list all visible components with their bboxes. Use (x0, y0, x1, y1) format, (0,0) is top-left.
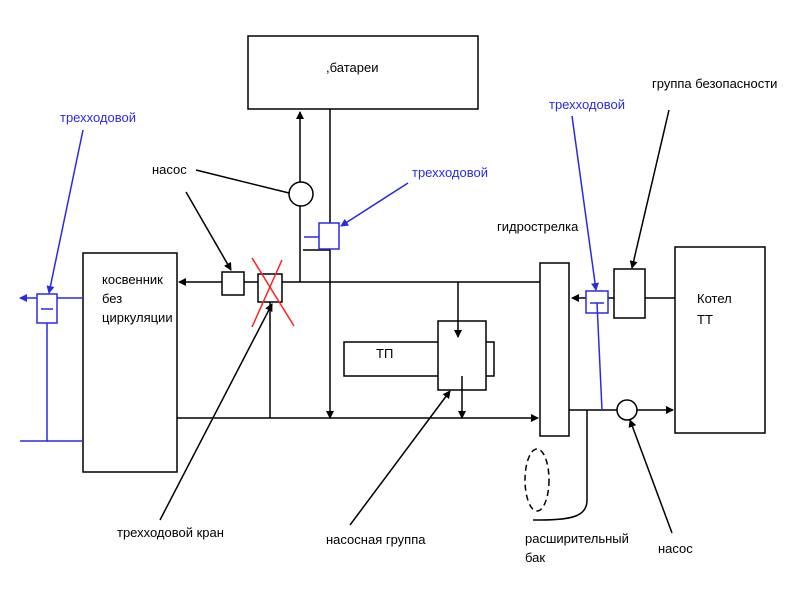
check-valve-icon (221, 271, 245, 296)
mid-three-way-pointer (340, 182, 409, 227)
indirect-boiler-label-1: косвенник (102, 272, 163, 287)
pump-top-pointer (195, 169, 290, 194)
left-three-way-label: трехходовой (60, 110, 136, 125)
right-three-way-label: трехходовой (549, 97, 625, 112)
expansion-tank-label-2: бак (525, 550, 545, 565)
underfloor-label: ТП (376, 346, 393, 361)
pump-group-pointer (349, 390, 451, 526)
left-three-way-pointer (46, 129, 84, 294)
safety-group-pointer (629, 109, 670, 269)
tt-boiler-box (674, 246, 766, 434)
indirect-boiler-box (82, 252, 178, 473)
pump-top-icon (288, 181, 314, 207)
batteries-box (247, 35, 479, 110)
three-way-valve-pointer (159, 303, 273, 521)
tt-boiler-label-1: Котел (697, 291, 732, 306)
expansion-tank-icon (524, 448, 550, 512)
check-valve-pointer (185, 191, 232, 271)
pump-bottom-pointer (628, 419, 673, 534)
tt-boiler-label-2: ТТ (697, 312, 713, 327)
indirect-boiler-label-2: без (102, 291, 122, 306)
pump-top-label: насос (152, 162, 187, 177)
mid-three-way-icon (318, 222, 340, 250)
cross-out-icon (251, 257, 295, 327)
right-three-way-pointer (571, 115, 600, 291)
pump-bottom-icon (616, 399, 638, 421)
safety-group-icon (613, 268, 646, 319)
expansion-tank-label-1: расширительный (525, 531, 629, 546)
hydro-arrow-label: гидрострелка (497, 219, 579, 234)
three-way-valve-icon (257, 273, 283, 303)
pump-group-label: насосная группа (326, 532, 426, 547)
safety-group-label: группа безопасности (652, 76, 777, 91)
expansion-pipe (533, 410, 588, 521)
hydro-arrow-box (539, 262, 570, 437)
three-way-valve-label: трехходовой кран (117, 525, 224, 540)
pump-bottom-label: насос (658, 541, 693, 556)
mid-three-way-label: трехходовой (412, 165, 488, 180)
batteries-label: ,батареи (326, 60, 378, 75)
indirect-boiler-label-3: циркуляции (102, 310, 173, 325)
